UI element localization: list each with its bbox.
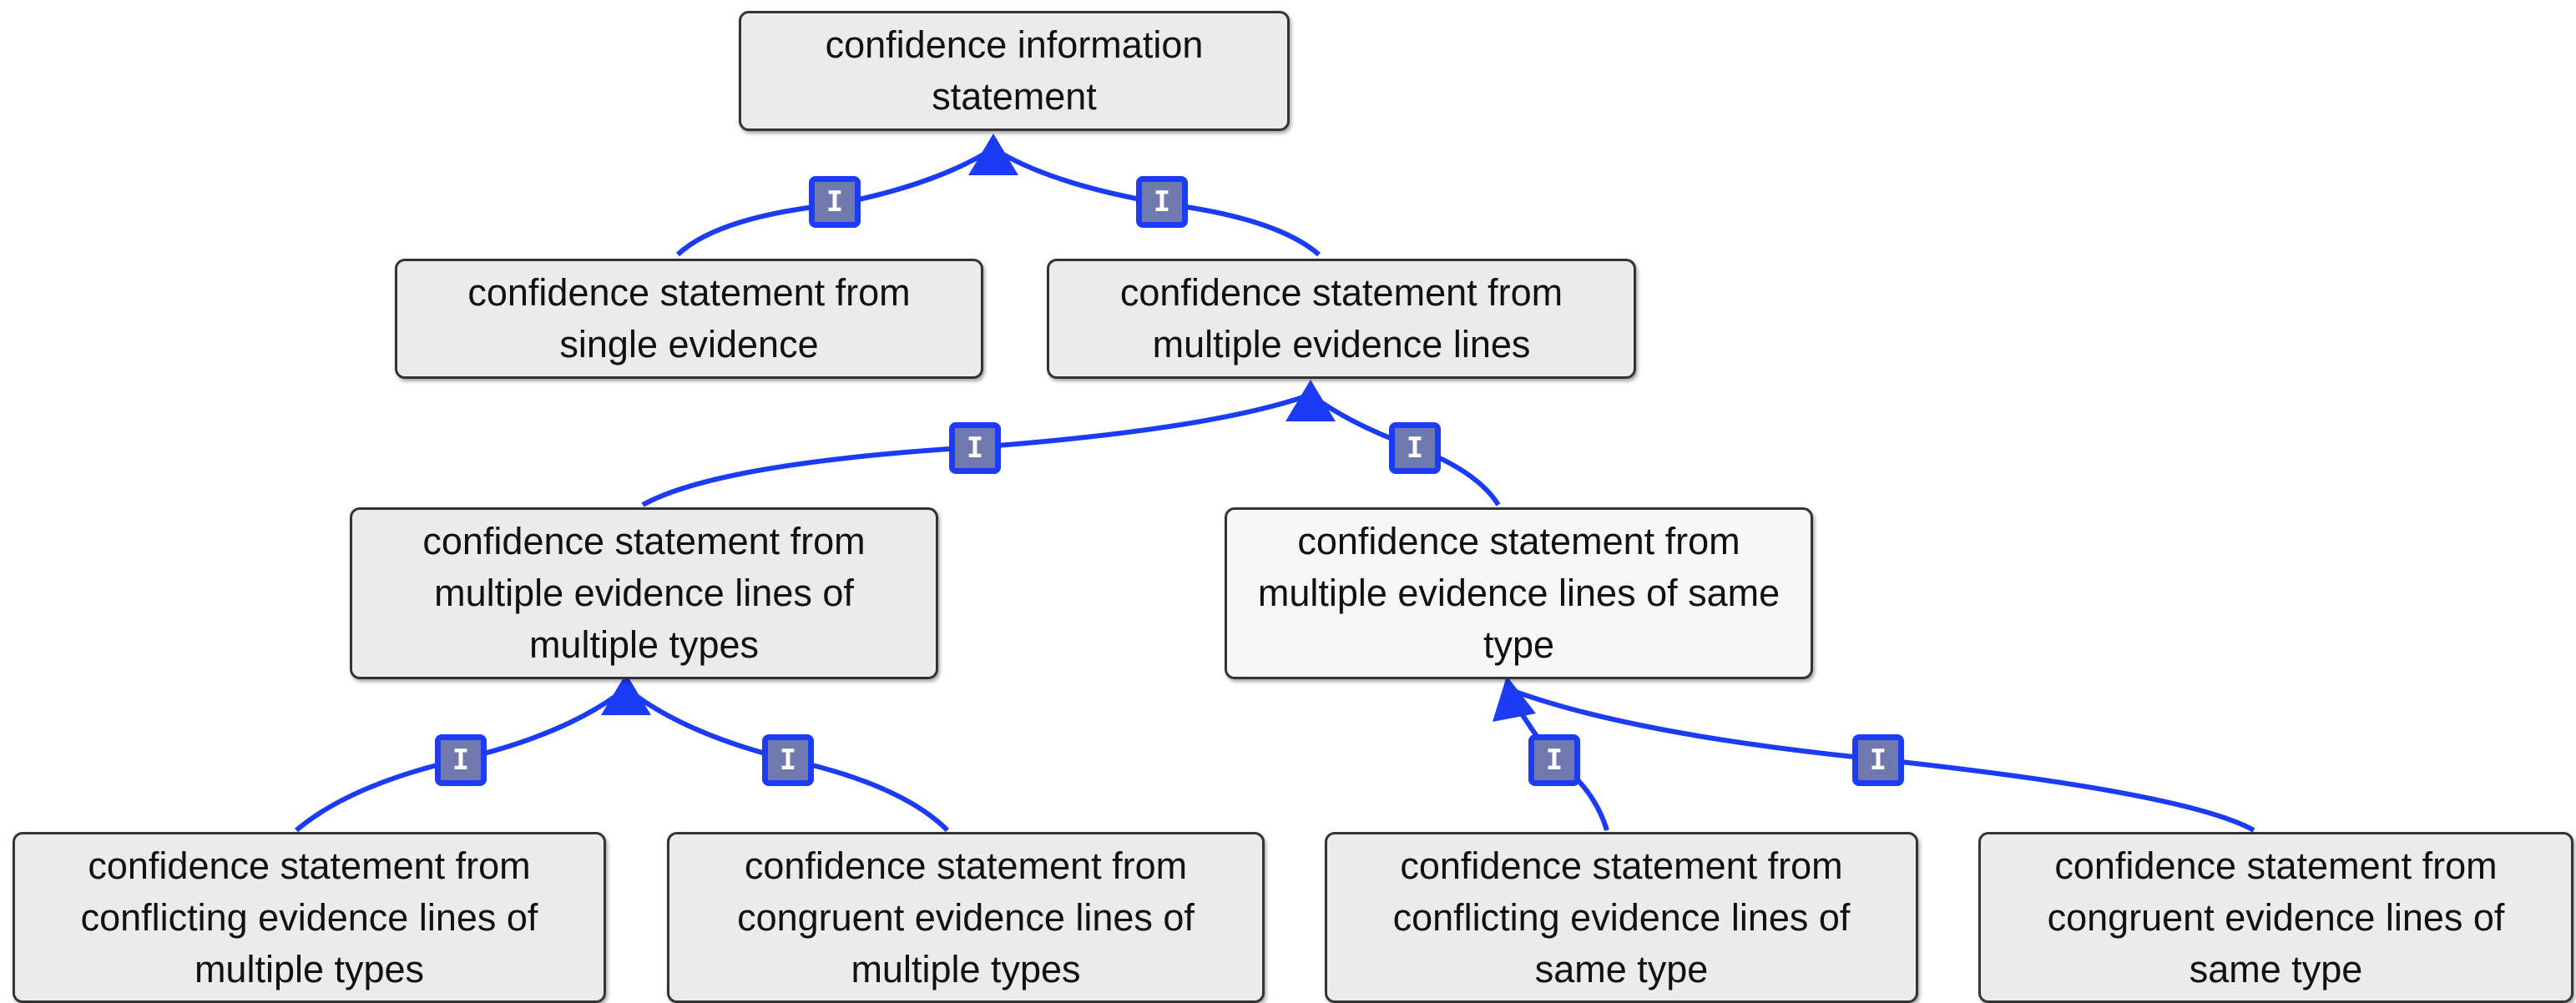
node-single-evidence[interactable]: confidence statement from single evidenc… <box>395 259 983 379</box>
node-single-evidence-label: confidence statement from single evidenc… <box>467 271 911 365</box>
node-conflicting-multiple-types-label: confidence statement from conflicting ev… <box>80 844 538 990</box>
node-multiple-types[interactable]: confidence statement from multiple evide… <box>350 507 938 679</box>
node-conflicting-same-type-label: confidence statement from conflicting ev… <box>1392 844 1851 990</box>
node-root[interactable]: confidence information statement <box>739 11 1290 131</box>
edge-label-badge: I <box>809 176 861 228</box>
node-congruent-same-type-label: confidence statement from congruent evid… <box>2047 844 2505 990</box>
node-same-type[interactable]: confidence statement from multiple evide… <box>1225 507 1813 679</box>
node-congruent-same-type[interactable]: confidence statement from congruent evid… <box>1978 832 2573 1003</box>
node-congruent-multiple-types-label: confidence statement from congruent evid… <box>737 844 1195 990</box>
arrowhead-sametype <box>1493 676 1536 722</box>
node-same-type-label: confidence statement from multiple evide… <box>1257 520 1780 666</box>
edge-label-badge: I <box>1852 734 1904 786</box>
arrowhead-multiple <box>1285 380 1336 421</box>
node-conflicting-same-type[interactable]: confidence statement from conflicting ev… <box>1325 832 1918 1003</box>
node-multiple-evidence[interactable]: confidence statement from multiple evide… <box>1047 259 1636 379</box>
edge-label-badge: I <box>762 734 814 786</box>
arrowhead-multitypes <box>601 673 651 715</box>
edge-label-badge: I <box>949 422 1001 474</box>
edge-label-badge: I <box>435 734 487 786</box>
edge-label-badge: I <box>1389 422 1441 474</box>
node-root-label: confidence information statement <box>825 23 1204 118</box>
node-conflicting-multiple-types[interactable]: confidence statement from conflicting ev… <box>13 832 606 1003</box>
edge-label-badge: I <box>1528 734 1580 786</box>
edge-label-badge: I <box>1136 176 1188 228</box>
arrowhead-root <box>968 134 1018 175</box>
node-multiple-evidence-label: confidence statement from multiple evide… <box>1119 271 1563 365</box>
node-congruent-multiple-types[interactable]: confidence statement from congruent evid… <box>667 832 1265 1003</box>
node-multiple-types-label: confidence statement from multiple evide… <box>422 520 866 666</box>
